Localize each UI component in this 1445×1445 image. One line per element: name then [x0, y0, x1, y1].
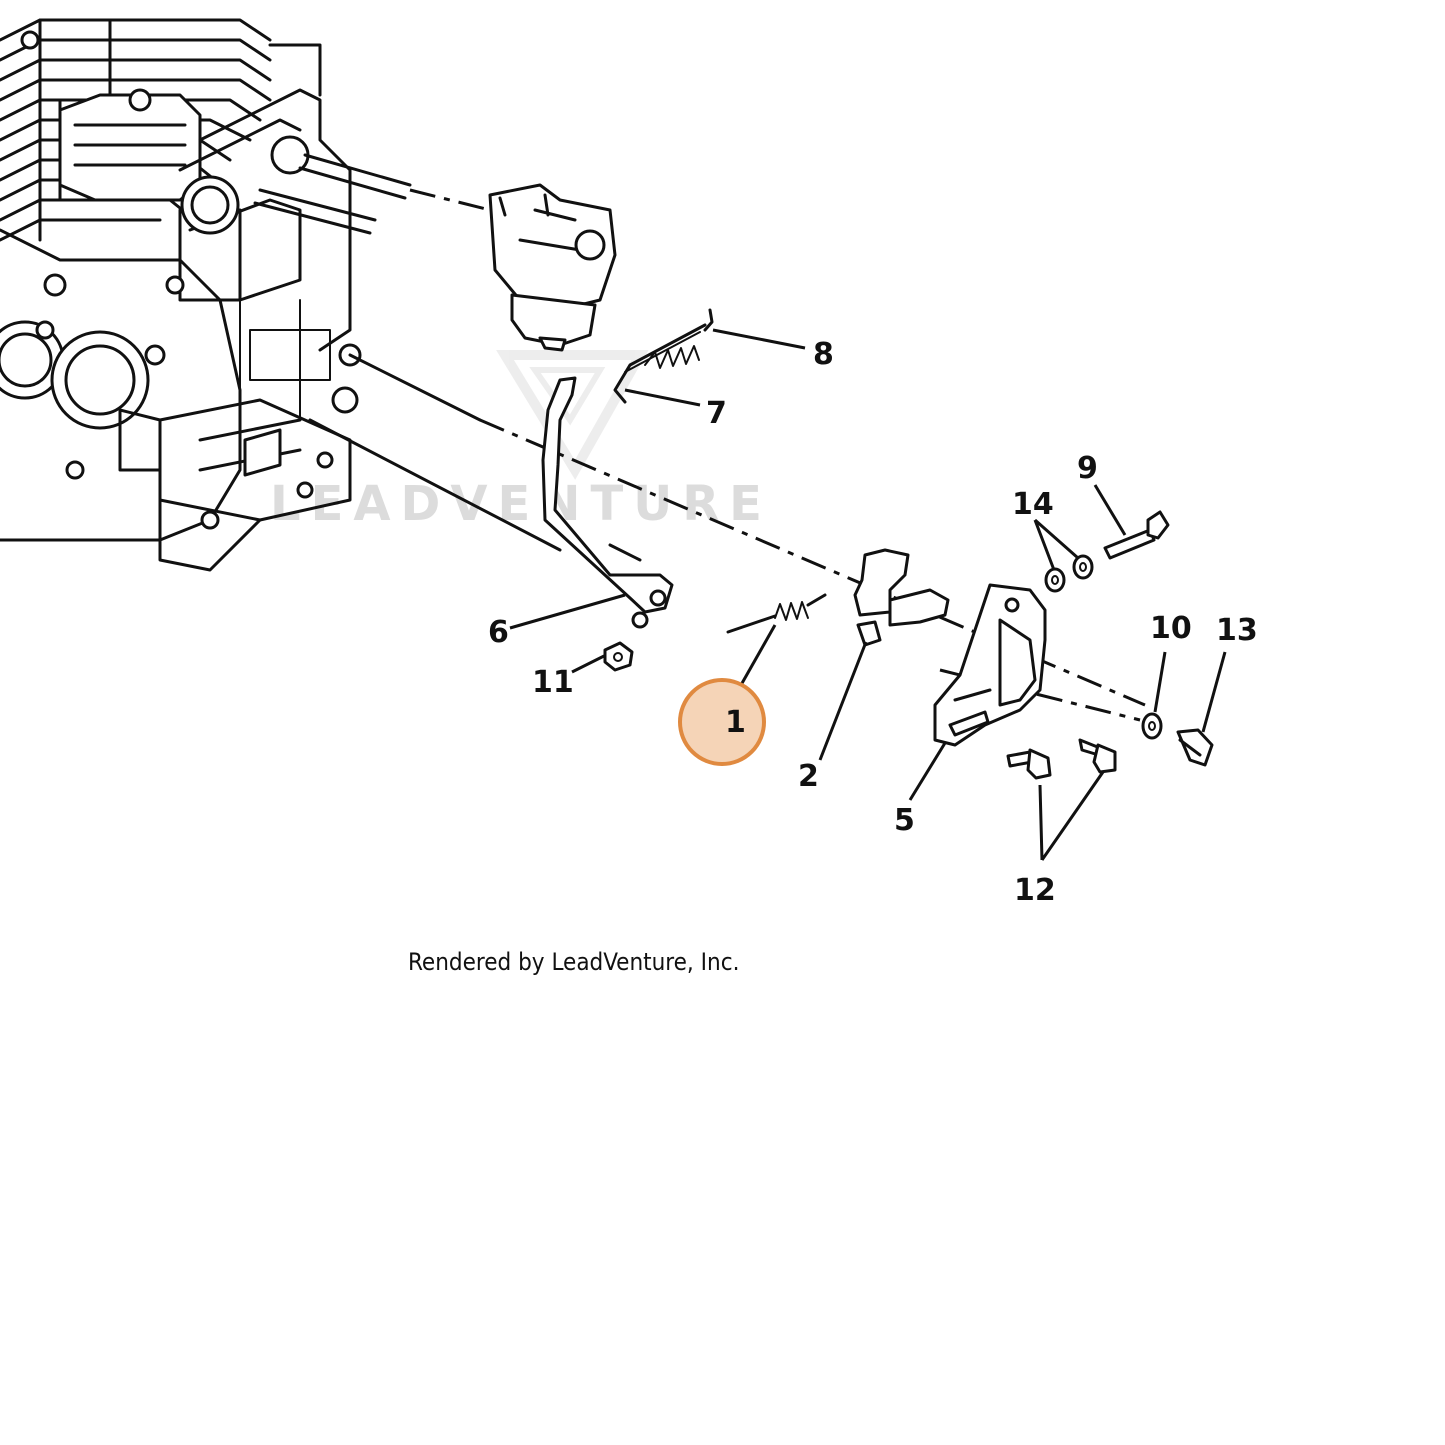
- watermark-logo: [496, 350, 649, 480]
- callout-labels: 1 2 5 6 7 8 9 10 11 12 13 14: [488, 337, 1258, 908]
- engine-block: [0, 18, 362, 572]
- callout-11: 11: [532, 665, 574, 700]
- part-5-control-plate: [933, 583, 1047, 747]
- callout-5: 5: [894, 803, 915, 838]
- carburetor-studs: [253, 153, 491, 235]
- leader-lines: [509, 328, 1227, 861]
- callout-7: 7: [706, 396, 727, 431]
- callout-8: 8: [813, 337, 834, 372]
- part-1-spring: [726, 593, 827, 634]
- part-7-link-rod: [613, 323, 707, 404]
- part-2-bracket: [853, 548, 950, 647]
- part-6-governor-arm: [541, 376, 674, 629]
- callout-13: 13: [1216, 613, 1258, 648]
- callout-1[interactable]: 1: [725, 705, 746, 740]
- credit-text: Rendered by LeadVenture, Inc.: [408, 948, 739, 976]
- callout-1-highlight[interactable]: [678, 678, 766, 766]
- watermark-text: LEADVENTURE: [270, 476, 772, 532]
- callout-9: 9: [1077, 451, 1098, 486]
- part-14-washers: [1044, 554, 1094, 593]
- part-11-nut: [603, 641, 634, 672]
- callout-6: 6: [488, 615, 509, 650]
- callout-12: 12: [1014, 873, 1056, 908]
- carburetor: [488, 183, 617, 352]
- callout-2: 2: [798, 759, 819, 794]
- part-12-screws: [1006, 738, 1117, 780]
- part-9-bolt: [1103, 510, 1170, 560]
- callout-10: 10: [1150, 611, 1192, 646]
- part-10-washer: [1141, 712, 1163, 740]
- part-8-spring: [644, 308, 714, 369]
- callout-14: 14: [1012, 487, 1054, 522]
- part-13-screw: [1176, 728, 1214, 767]
